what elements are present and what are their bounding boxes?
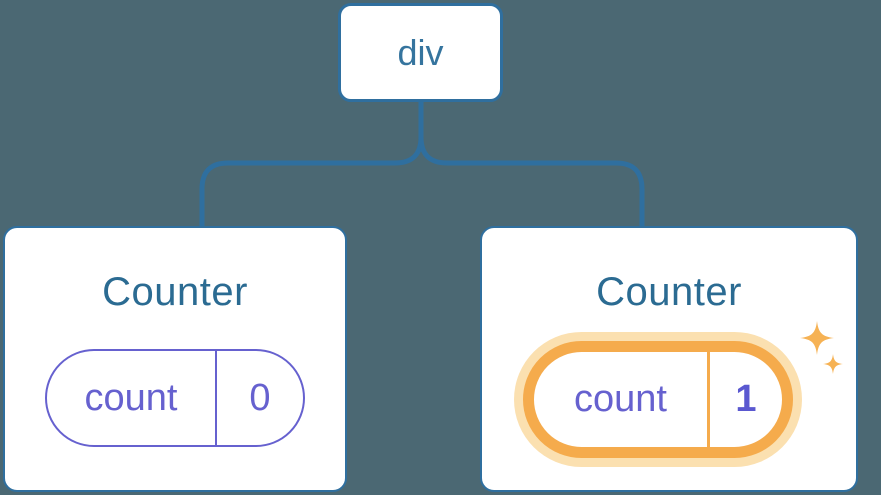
counter-card-right: Counter count 1 <box>480 226 858 492</box>
state-key-cell: count <box>534 352 710 447</box>
state-pill-highlighted: count 1 <box>523 341 793 458</box>
counter-card-left: Counter count 0 <box>3 226 347 492</box>
connector-branch-left <box>199 102 424 226</box>
state-key-label: count <box>84 376 178 419</box>
state-value-cell: 0 <box>217 351 303 445</box>
sparkles-icon <box>800 321 843 374</box>
state-key-cell: count <box>47 351 217 445</box>
component-title: Counter <box>596 270 742 314</box>
sparkle-icon-large <box>800 321 834 355</box>
sparkle-icon-small <box>823 354 843 374</box>
connector-branch-right <box>418 102 645 226</box>
root-node-div: div <box>338 3 503 102</box>
state-pill: count 0 <box>45 349 305 447</box>
component-title: Counter <box>102 270 248 314</box>
state-value-cell: 1 <box>710 352 782 447</box>
root-node-label: div <box>397 31 444 73</box>
state-value: 1 <box>735 378 757 420</box>
state-value: 0 <box>249 376 271 419</box>
state-key-label: count <box>574 378 667 420</box>
